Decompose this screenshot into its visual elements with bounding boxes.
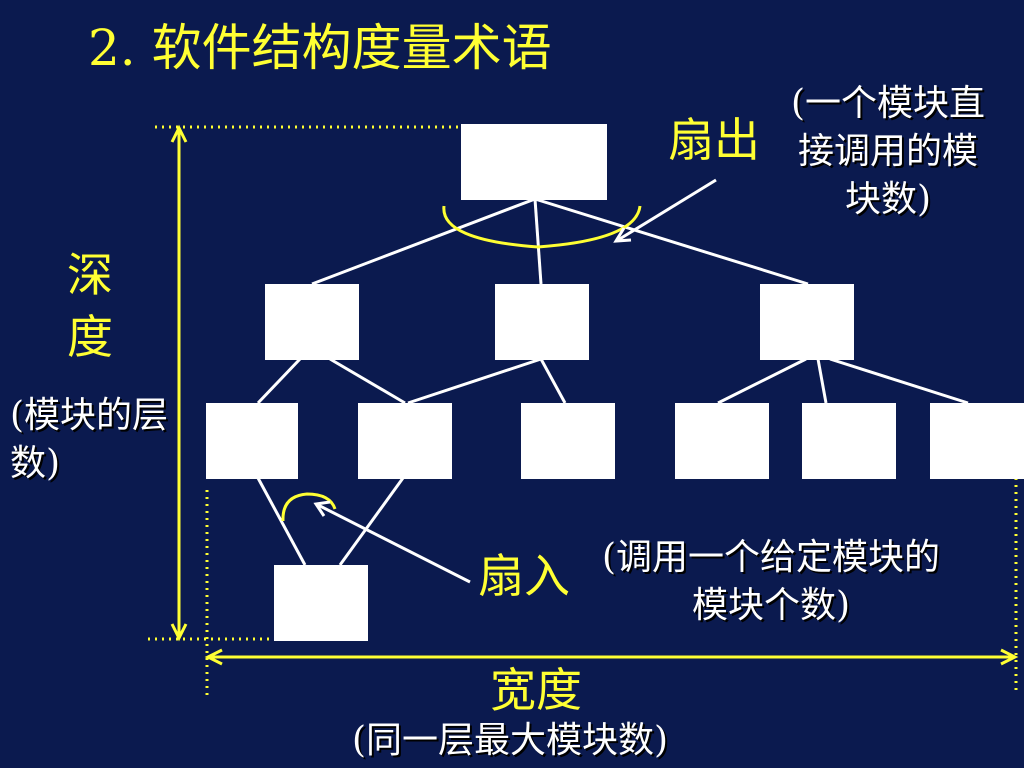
module-box-level2-1 — [265, 284, 359, 360]
call-line — [816, 358, 828, 404]
fan-in-pointer-arrow — [313, 500, 471, 584]
depth-label: 深度 — [67, 248, 113, 364]
call-line — [329, 357, 406, 405]
call-line — [311, 197, 536, 286]
call-line — [338, 477, 405, 566]
module-box-level3-3 — [521, 403, 615, 479]
depth-arrow — [170, 124, 188, 642]
depth-note: (模块的层数) — [10, 395, 169, 484]
call-line — [407, 357, 542, 405]
module-box-level4-1 — [274, 565, 368, 641]
fan-in-label: 扇入 — [478, 549, 570, 603]
call-line — [256, 357, 302, 405]
module-box-level2-2 — [495, 284, 589, 360]
module-box-level2-3 — [760, 284, 854, 360]
call-lines — [256, 197, 969, 566]
module-box-level3-2 — [358, 403, 452, 479]
modules — [206, 124, 1024, 641]
call-line — [533, 198, 543, 285]
fan-out-arc — [442, 205, 642, 249]
call-line — [539, 358, 567, 404]
call-line — [534, 197, 809, 286]
fan-in-arc — [281, 492, 337, 522]
module-box-level3-1 — [206, 403, 298, 479]
module-box-root — [461, 124, 607, 200]
fan-in-note: (调用一个给定模块的模块个数) — [601, 537, 941, 626]
width-label: 宽度 — [490, 663, 582, 717]
call-line — [829, 357, 969, 405]
width-arrow — [204, 648, 1019, 666]
fan-out-note: (一个模块直接调用的模块数) — [790, 83, 986, 220]
module-box-level3-5 — [802, 403, 896, 479]
fan-out-pointer-arrow — [613, 178, 717, 243]
fan-out-label: 扇出 — [668, 113, 760, 167]
slide-title: 2. 软件结构度量术语 — [88, 19, 552, 77]
module-box-level3-4 — [675, 403, 769, 479]
call-line — [256, 477, 307, 566]
width-note: (同一层最大模块数) — [352, 720, 669, 761]
call-line — [717, 357, 807, 405]
module-box-level3-6 — [930, 403, 1024, 479]
